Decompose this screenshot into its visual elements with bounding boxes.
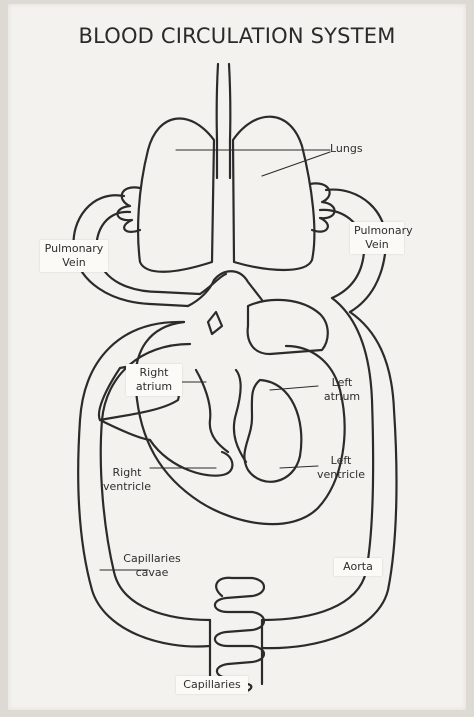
label-capillaries-cavae: Capillaries cavae: [118, 552, 186, 580]
great-vessel: [188, 271, 262, 306]
label-aorta: Aorta: [334, 558, 382, 576]
label-left-atrium: Left atrium: [318, 376, 366, 404]
label-left-ventricle: Left ventricle: [312, 454, 370, 482]
vessel-opening: [208, 312, 222, 334]
great-vessel-2: [200, 274, 226, 294]
trachea: [217, 64, 231, 178]
heart-septum: [234, 370, 246, 462]
label-right-ventricle: Right ventricle: [98, 466, 156, 494]
label-lungs: Lungs: [330, 142, 363, 156]
leader-left-atrium: [270, 386, 318, 390]
label-right-atrium: Right atrium: [126, 364, 182, 396]
lung-left: [138, 118, 214, 271]
lung-loops-left: [117, 187, 140, 231]
left-chamber: [244, 380, 301, 482]
pulmonary-left-inner: [96, 212, 200, 294]
lung-right: [233, 117, 314, 270]
label-pulmonary-vein-right: Pulmonary Vein: [350, 222, 404, 254]
label-pulmonary-vein-left: Pulmonary Vein: [40, 240, 108, 272]
label-capillaries: Capillaries: [176, 676, 248, 694]
capillary-coil: [210, 578, 264, 684]
heart-outline: [135, 322, 344, 524]
